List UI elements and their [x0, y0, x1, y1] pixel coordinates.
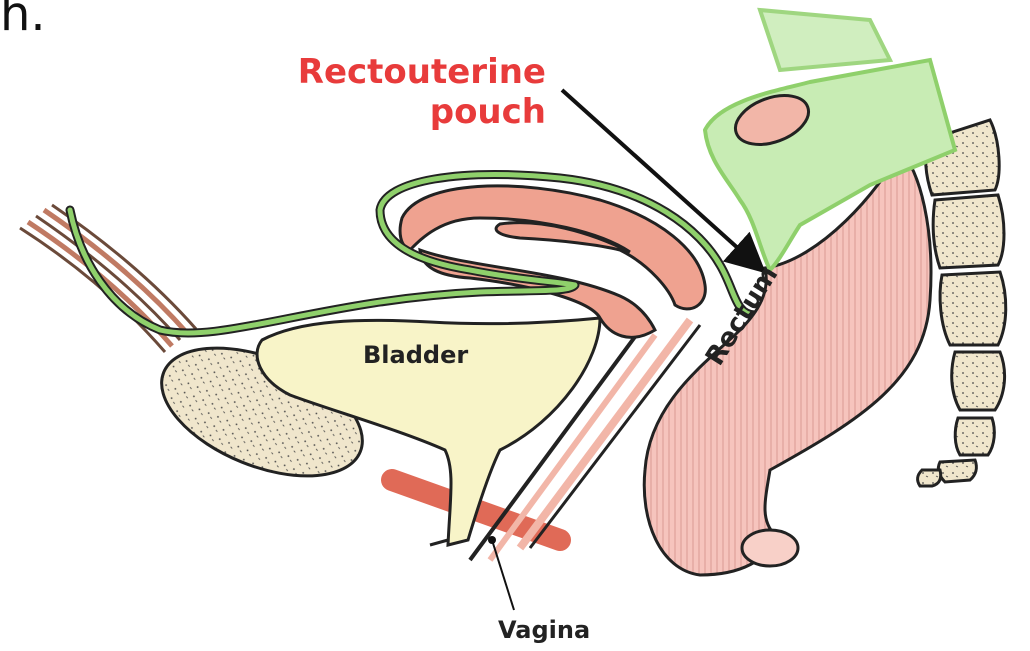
urethra: [430, 540, 448, 545]
rectum-opening: [742, 530, 798, 566]
vagina-pointer-line: [492, 540, 514, 610]
rectouterine-label-line-2: pouch: [196, 92, 546, 132]
partial-text: h.: [0, 0, 46, 42]
rectouterine-label-line-1: Rectouterine: [196, 52, 546, 92]
bladder-label: Bladder: [363, 341, 468, 369]
rectouterine-pouch-label: Rectouterine pouch: [196, 52, 546, 132]
vagina-label: Vagina: [498, 616, 590, 644]
vagina-pointer-dot: [488, 536, 496, 544]
peritoneum-sheath-upper: [760, 10, 890, 70]
